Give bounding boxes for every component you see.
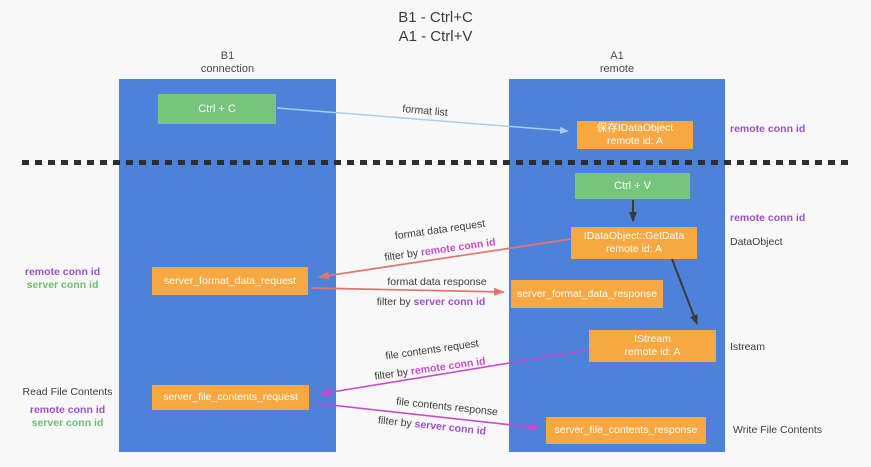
annotation-istream: Istream xyxy=(730,341,766,353)
lane-a1-name: A1 xyxy=(610,50,624,62)
server-conn-id-highlight: server conn id xyxy=(413,418,487,438)
annotation-remote-conn-id-left-1: remote conn id xyxy=(24,266,101,278)
diagram-title: B1 - Ctrl+C A1 - Ctrl+V xyxy=(0,8,871,46)
node-server-file-contents-request: server_file_contents_request xyxy=(152,385,309,410)
filter-by-text: filter by xyxy=(376,296,414,308)
save-idataobject-line2: remote id: A xyxy=(606,135,664,147)
annotation-remote-conn-id-left-2: remote conn id xyxy=(29,404,106,416)
server-conn-id-highlight: server conn id xyxy=(413,296,486,308)
remote-conn-id-highlight: remote conn id xyxy=(420,236,497,259)
lane-b1-role: connection xyxy=(200,63,255,75)
edge-label-format-list: format list xyxy=(401,103,449,119)
format-data-response-arrow xyxy=(310,287,505,296)
lane-header-a1: A1 remote xyxy=(509,50,725,76)
annotation-dataobject: DataObject xyxy=(730,236,783,248)
getdata-line2: remote id: A xyxy=(605,243,663,255)
server-format-data-response-label: server_format_data_response xyxy=(516,287,658,300)
annotation-write-file-contents: Write File Contents xyxy=(733,424,823,436)
annotation-read-file-contents-group: Read File Contents remote conn id server… xyxy=(15,386,120,430)
filter-by-text: filter by xyxy=(383,246,422,264)
lane-b1-name: B1 xyxy=(220,50,235,62)
lane-a1-role: remote xyxy=(599,63,635,75)
istream-line1: IStream xyxy=(634,333,671,345)
node-ctrl-v: Ctrl + V xyxy=(575,173,690,199)
title-line-2: A1 - Ctrl+V xyxy=(398,28,473,45)
annotation-conn-ids-left-1: remote conn id server conn id xyxy=(15,266,110,292)
server-format-data-request-label: server_format_data_request xyxy=(164,274,296,287)
annotation-server-conn-id-left-2: server conn id xyxy=(31,417,104,429)
annotation-server-conn-id-left-1: server conn id xyxy=(26,279,99,291)
save-idataobject-line1: 保存IDataObject xyxy=(596,122,674,134)
annotation-remote-conn-id-mid: remote conn id xyxy=(730,212,806,224)
edge-label-format-data-response: format data response xyxy=(387,276,487,288)
node-idataobject-getdata: IDataObject::GetData remote id: A xyxy=(571,227,697,259)
server-file-contents-request-label: server_file_contents_request xyxy=(163,391,298,403)
filter-by-text: filter by xyxy=(373,365,412,383)
remote-conn-id-highlight: remote conn id xyxy=(410,355,487,378)
istream-line2: remote id: A xyxy=(624,346,681,358)
ctrl-c-label: Ctrl + C xyxy=(198,102,236,115)
session-divider-dashed-line xyxy=(22,160,853,165)
node-istream: IStream remote id: A xyxy=(589,330,716,362)
filter-by-text: filter by xyxy=(377,414,416,431)
edge-label-file-contents-response: file contents response xyxy=(395,395,499,419)
ctrl-v-label: Ctrl + V xyxy=(614,179,651,192)
node-server-format-data-response: server_format_data_response xyxy=(511,280,663,308)
title-line-1: B1 - Ctrl+C xyxy=(398,9,473,26)
annotation-remote-conn-id-top: remote conn id xyxy=(730,123,806,135)
lane-header-b1: B1 connection xyxy=(119,50,336,76)
edge-label-filter-server-2: filter by server conn id xyxy=(377,414,486,437)
node-server-format-data-request: server_format_data_request xyxy=(152,267,308,295)
node-ctrl-c: Ctrl + C xyxy=(158,94,276,124)
edge-label-filter-server-1: filter by server conn id xyxy=(377,296,486,308)
getdata-line1: IDataObject::GetData xyxy=(583,230,685,242)
server-file-contents-response-label: server_file_contents_response xyxy=(554,424,698,436)
annotation-read-file-contents: Read File Contents xyxy=(22,386,113,398)
node-save-idataobject: 保存IDataObject remote id: A xyxy=(577,121,693,149)
node-server-file-contents-response: server_file_contents_response xyxy=(546,417,706,444)
